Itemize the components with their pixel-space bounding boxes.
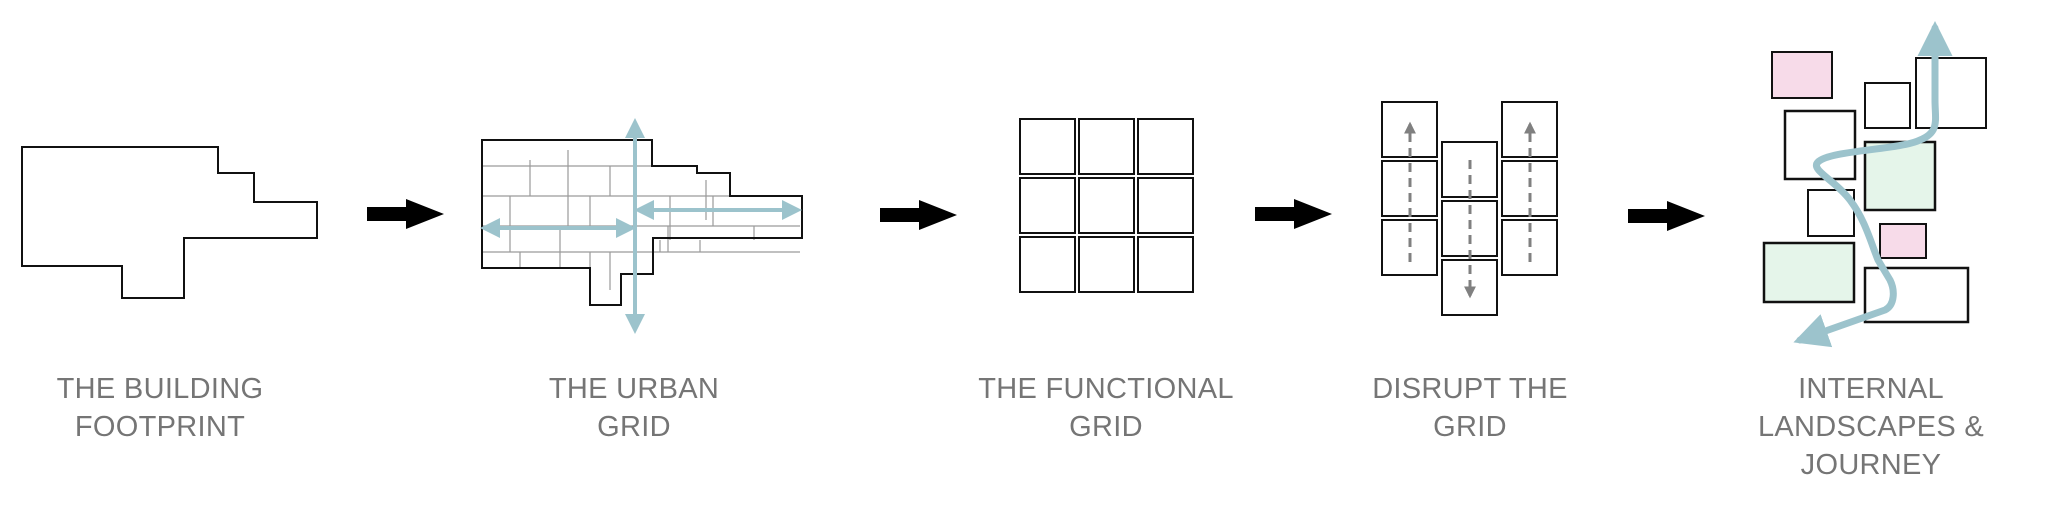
caption-line: JOURNEY bbox=[1800, 449, 1942, 481]
caption-functional-grid: THE FUNCTIONAL GRID bbox=[946, 370, 1266, 446]
dashed-arrow-icon bbox=[1404, 121, 1536, 299]
grid-cell bbox=[1019, 118, 1076, 175]
disrupted-grid-drawing bbox=[1381, 101, 1558, 316]
black-right-arrow-icon bbox=[1628, 201, 1705, 231]
caption-disrupt-grid: DISRUPT THE GRID bbox=[1310, 370, 1630, 446]
building-footprint-drawing bbox=[21, 146, 318, 299]
caption-line: THE BUILDING bbox=[56, 373, 264, 405]
room-block bbox=[1864, 82, 1911, 129]
caption-line: LANDSCAPES & bbox=[1757, 411, 1984, 443]
grid-cell bbox=[1078, 177, 1135, 234]
black-right-arrow-icon bbox=[367, 199, 444, 229]
caption-line: GRID bbox=[1069, 411, 1143, 443]
caption-line: GRID bbox=[597, 411, 671, 443]
grid-cell bbox=[1441, 259, 1498, 316]
grid-cell bbox=[1137, 236, 1194, 293]
caption-line: THE URBAN bbox=[548, 373, 720, 405]
urban-axis-arrows bbox=[480, 118, 802, 334]
grid-cell bbox=[1441, 141, 1498, 198]
caption-line: DISRUPT THE bbox=[1372, 373, 1568, 405]
grid-cell bbox=[1019, 236, 1076, 293]
pink-landscape bbox=[1879, 223, 1927, 259]
grid-cell bbox=[1381, 219, 1438, 276]
grid-cell bbox=[1137, 118, 1194, 175]
caption-line: INTERNAL bbox=[1798, 373, 1944, 405]
black-right-arrow-icon bbox=[880, 200, 957, 230]
pink-landscape bbox=[1771, 51, 1833, 99]
caption-urban-grid: THE URBAN GRID bbox=[474, 370, 794, 446]
green-landscape bbox=[1762, 241, 1856, 304]
grid-cell bbox=[1019, 177, 1076, 234]
urban-grid-outline bbox=[481, 139, 803, 306]
grid-cell bbox=[1501, 219, 1558, 276]
room-block bbox=[1915, 57, 1987, 129]
caption-line: THE FUNCTIONAL bbox=[978, 373, 1234, 405]
caption-line: FOOTPRINT bbox=[74, 411, 246, 443]
internal-landscapes-drawing bbox=[1762, 21, 1987, 348]
caption-footprint: THE BUILDING FOOTPRINT bbox=[0, 370, 320, 446]
functional-grid-drawing bbox=[1019, 118, 1194, 293]
grid-cell bbox=[1137, 177, 1194, 234]
grid-cell bbox=[1078, 236, 1135, 293]
urban-grid-drawing bbox=[480, 118, 803, 334]
caption-line: GRID bbox=[1433, 411, 1507, 443]
caption-internal-landscapes: INTERNAL LANDSCAPES & JOURNEY bbox=[1711, 370, 2031, 484]
grid-cell bbox=[1078, 118, 1135, 175]
footprint-outline bbox=[21, 146, 318, 299]
black-right-arrow-icon bbox=[1255, 199, 1332, 229]
journey-path bbox=[1793, 21, 1953, 348]
